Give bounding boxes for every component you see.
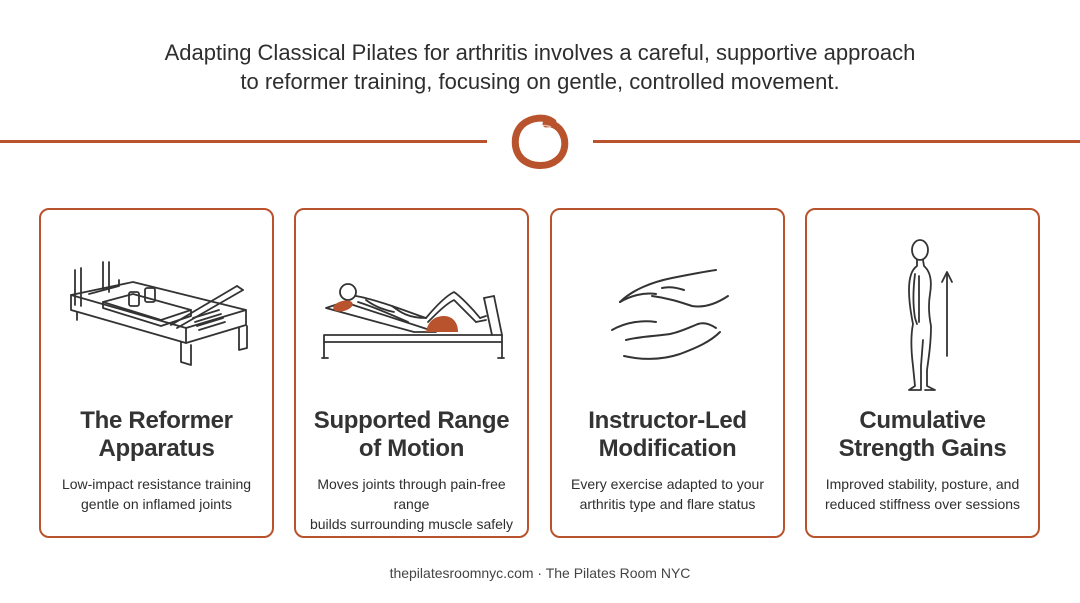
standing-figure-icon	[908, 239, 953, 391]
card-title-line-2: Apparatus	[98, 435, 215, 462]
card-title: Supported Range of Motion	[302, 407, 521, 463]
divider-right	[593, 140, 1080, 143]
card-title: The Reformer Apparatus	[47, 407, 266, 463]
card-title-line-2: Strength Gains	[838, 435, 1007, 462]
card-desc-line-1: Improved stability, posture, and	[825, 476, 1020, 492]
card-title-line-2: Modification	[598, 435, 737, 462]
card-desc-line-2: builds surrounding muscle safely	[309, 516, 514, 532]
supporting-hands-icon	[611, 269, 729, 360]
card-description: Every exercise adapted to your arthritis…	[558, 474, 777, 514]
intro-line-1: Adapting Classical Pilates for arthritis…	[164, 40, 916, 65]
card-instructor-led: Instructor-Led Modification Every exerci…	[550, 208, 785, 538]
card-title-line-2: of Motion	[358, 435, 465, 462]
divider-left	[0, 140, 487, 143]
reclined-person-icon	[321, 283, 505, 359]
card-title-line-1: The Reformer	[80, 407, 233, 434]
card-description: Moves joints through pain-free range bui…	[302, 474, 521, 534]
card-supported-range: Supported Range of Motion Moves joints t…	[294, 208, 529, 538]
card-title-line-1: Cumulative	[859, 407, 986, 434]
reformer-machine-icon	[70, 261, 248, 366]
card-title: Instructor-Led Modification	[558, 407, 777, 463]
intro-text: Adapting Classical Pilates for arthritis…	[90, 38, 990, 96]
card-reformer-apparatus: The Reformer Apparatus Low-impact resist…	[39, 208, 274, 538]
card-cumulative-strength: Cumulative Strength Gains Improved stabi…	[805, 208, 1040, 538]
card-desc-line-2: arthritis type and flare status	[579, 496, 756, 512]
intro-line-2: to reformer training, focusing on gentle…	[240, 69, 840, 94]
card-desc-line-1: Low-impact resistance training	[61, 476, 252, 492]
card-desc-line-1: Every exercise adapted to your	[571, 476, 764, 492]
card-title-line-1: Instructor-Led	[588, 407, 747, 434]
card-title-line-1: Supported Range	[313, 407, 510, 434]
card-desc-line-1: Moves joints through pain-free range	[317, 476, 506, 512]
card-title: Cumulative Strength Gains	[813, 407, 1032, 463]
card-desc-line-2: reduced stiffness over sessions	[824, 496, 1021, 512]
card-desc-line-2: gentle on inflamed joints	[81, 496, 232, 512]
enso-circle-icon	[511, 114, 569, 169]
card-description: Low-impact resistance training gentle on…	[47, 474, 266, 514]
card-description: Improved stability, posture, and reduced…	[813, 474, 1032, 514]
footer-credit: thepilatesroomnyc.com · The Pilates Room…	[389, 565, 691, 581]
